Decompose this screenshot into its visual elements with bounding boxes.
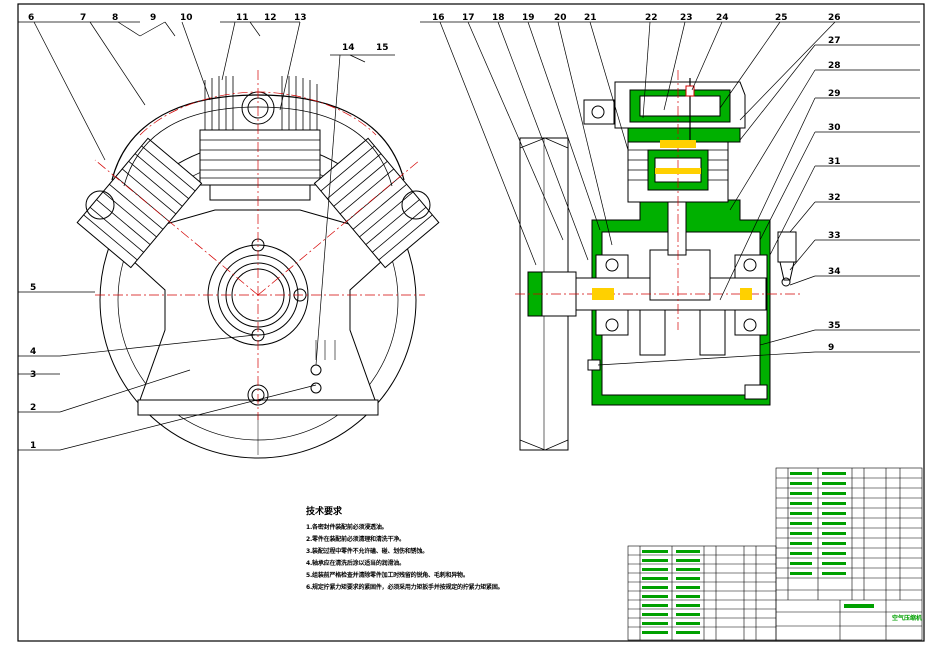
callout-18: 18 bbox=[492, 13, 505, 23]
callout-28: 28 bbox=[828, 61, 841, 71]
parts-list-upper bbox=[775, 467, 923, 641]
technical-requirements-title: 技术要求 bbox=[306, 507, 343, 517]
cylinder-top bbox=[199, 129, 321, 186]
section-view bbox=[519, 78, 797, 451]
parts-list-cell-marks bbox=[642, 472, 874, 634]
callout-16: 16 bbox=[432, 13, 445, 23]
tech-req-item-4: 4.轴承应在清洗后涂以适当的润滑油。 bbox=[306, 560, 405, 567]
callout-17: 17 bbox=[462, 13, 475, 23]
callout-23: 23 bbox=[680, 13, 693, 23]
tech-req-item-3: 3.装配过程中零件不允许磕、碰、划伤和锈蚀。 bbox=[306, 548, 429, 555]
callout-25: 25 bbox=[775, 13, 788, 23]
callout-10: 10 bbox=[180, 13, 193, 23]
callout-24: 24 bbox=[716, 13, 729, 23]
callout-30: 30 bbox=[828, 123, 841, 133]
callout-19: 19 bbox=[522, 13, 535, 23]
parts-list-lower bbox=[627, 545, 777, 641]
callout-21: 21 bbox=[584, 13, 597, 23]
callout-numbers: 6 7 8 9 10 11 12 13 14 15 5 4 3 2 1 16 1… bbox=[28, 13, 841, 451]
callout-5: 5 bbox=[30, 283, 36, 293]
callout-34: 34 bbox=[828, 267, 841, 277]
callout-35: 35 bbox=[828, 321, 841, 331]
callout-11: 11 bbox=[236, 13, 249, 23]
callout-9: 9 bbox=[150, 13, 156, 23]
tech-req-item-5: 5.组装前严格检查并清除零件加工时残留的锐角、毛刺和异物。 bbox=[306, 572, 469, 579]
callout-13: 13 bbox=[294, 13, 307, 23]
front-view-centerlines bbox=[94, 70, 425, 420]
tech-req-item-6: 6.规定拧紧力矩要求的紧固件，必须采用力矩扳手并按规定的拧紧力矩紧固。 bbox=[306, 584, 504, 591]
crankcase-body bbox=[108, 209, 407, 416]
callout-31: 31 bbox=[828, 157, 841, 167]
title-block-drawing-name: 空气压缩机 bbox=[892, 614, 922, 622]
safety-valve bbox=[777, 231, 797, 263]
callout-14: 14 bbox=[342, 43, 355, 53]
callout-15: 15 bbox=[376, 43, 389, 53]
callout-6: 6 bbox=[28, 13, 34, 23]
callout-27: 27 bbox=[828, 36, 841, 46]
axis-highlight-marks bbox=[592, 140, 752, 300]
tech-req-item-2: 2.零件在装配前必须清理和清洗干净。 bbox=[306, 536, 405, 543]
callout-20: 20 bbox=[554, 13, 567, 23]
tech-req-item-1: 1.各密封件装配前必须浸透油。 bbox=[306, 524, 388, 531]
front-view bbox=[76, 76, 440, 459]
callout-32: 32 bbox=[828, 193, 841, 203]
callout-33: 33 bbox=[828, 231, 841, 241]
callout-4: 4 bbox=[30, 347, 36, 357]
connecting-rod-big-end bbox=[649, 249, 711, 301]
valve-plate bbox=[627, 127, 741, 143]
callout-7: 7 bbox=[80, 13, 86, 23]
right-cylinder-port bbox=[401, 190, 431, 220]
left-cylinder-port bbox=[85, 190, 115, 220]
callout-22: 22 bbox=[645, 13, 658, 23]
callout-26: 26 bbox=[828, 13, 841, 23]
callout-12: 12 bbox=[264, 13, 277, 23]
sheet-border bbox=[17, 3, 925, 642]
callout-2: 2 bbox=[30, 403, 36, 413]
callout-9-right: 9 bbox=[828, 343, 834, 353]
callout-1: 1 bbox=[30, 441, 36, 451]
callout-leaders bbox=[18, 21, 920, 451]
callout-8: 8 bbox=[112, 13, 118, 23]
callout-3: 3 bbox=[30, 370, 36, 380]
callout-29: 29 bbox=[828, 89, 841, 99]
section-view-centerlines bbox=[515, 70, 800, 330]
